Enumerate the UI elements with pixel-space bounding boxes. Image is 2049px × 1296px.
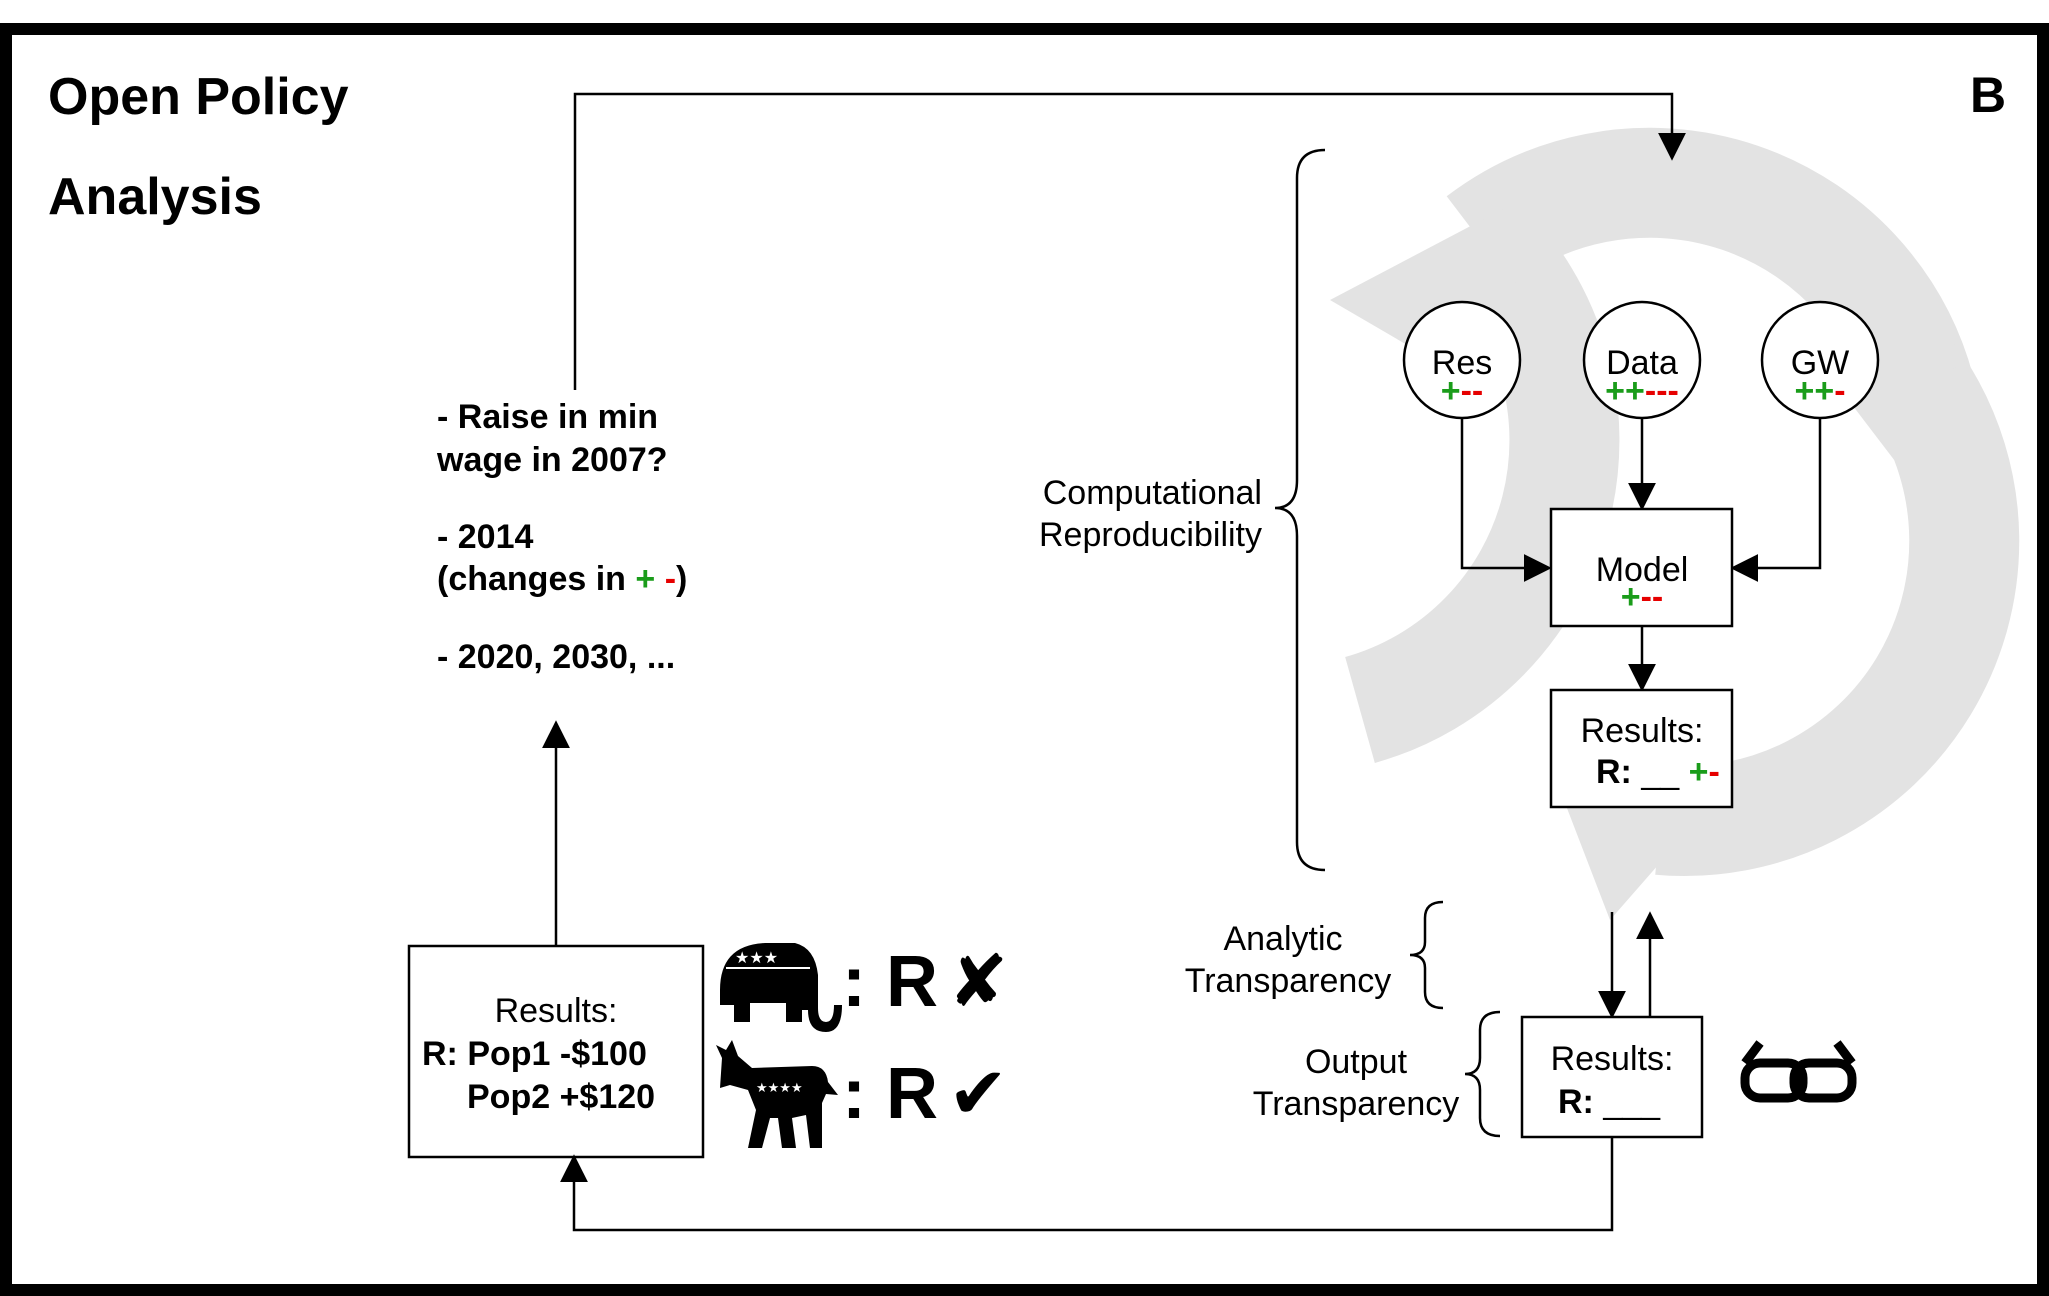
- svg-text:★★★★: ★★★★: [756, 1081, 803, 1096]
- title-line-1: Open Policy: [48, 68, 349, 126]
- model-label: Model: [1596, 551, 1689, 589]
- computational-brace: [1274, 148, 1326, 872]
- question-3: - 2020, 2030, ...: [437, 638, 675, 676]
- model-signs: +--: [1621, 578, 1664, 616]
- question-2-line-2: (changes in + -): [437, 560, 687, 598]
- data-label: Data: [1606, 344, 1678, 382]
- policy-results-line-2: Pop2 +$120: [467, 1078, 655, 1116]
- democrat-r-label: : R: [842, 1054, 938, 1134]
- top-loop-arrow: [573, 92, 1686, 390]
- policy-results-box: [407, 944, 705, 1159]
- gw-signs: ++-: [1794, 372, 1845, 410]
- glasses-icon: [1740, 1040, 1857, 1103]
- output-results-line: R: ___: [1558, 1083, 1661, 1121]
- donkey-icon: ★★★★: [716, 1040, 838, 1148]
- gw-label: GW: [1791, 344, 1850, 382]
- computational-label: Computational: [1043, 474, 1262, 512]
- res-label: Res: [1432, 344, 1492, 382]
- inner-results-line: R: __ +-: [1596, 753, 1720, 791]
- policy-results-line-1: R: Pop1 -$100: [422, 1035, 647, 1073]
- elephant-icon: ★★★: [720, 943, 842, 1032]
- question-2-line-1: - 2014: [437, 518, 533, 556]
- output-transparency-label: Transparency: [1253, 1085, 1460, 1123]
- question-1-line-2: wage in 2007?: [436, 441, 668, 479]
- svg-text:★★★: ★★★: [735, 948, 778, 967]
- panel-label: B: [1970, 67, 2006, 123]
- republican-cross-mark: ✘: [948, 942, 1008, 1022]
- democrat-check-mark: ✔: [948, 1054, 1008, 1134]
- output-results-title: Results:: [1551, 1040, 1674, 1078]
- reproducibility-label: Reproducibility: [1039, 516, 1262, 554]
- analytic-brace: [1409, 900, 1444, 1010]
- gw-node: GW ++-: [1760, 300, 1880, 420]
- output-brace: [1464, 1010, 1501, 1138]
- analytic-transparency-label: Transparency: [1185, 962, 1392, 1000]
- question-1-line-1: - Raise in min: [437, 398, 658, 436]
- data-signs: ++---: [1605, 372, 1679, 410]
- question-2-plus: +: [635, 560, 655, 598]
- gw-to-model-arrow: [1730, 418, 1822, 582]
- question-2-close: ): [676, 560, 687, 598]
- question-2-minus: -: [665, 560, 676, 598]
- output-label: Output: [1305, 1043, 1408, 1081]
- question-2-text: (changes in: [437, 560, 635, 598]
- data-node: Data ++---: [1582, 300, 1702, 420]
- res-to-model-arrow: [1460, 418, 1552, 582]
- analytic-label: Analytic: [1223, 920, 1342, 958]
- policy-results-title: Results:: [495, 992, 618, 1030]
- output-results-box: [1520, 1015, 1704, 1139]
- res-signs: +--: [1441, 372, 1484, 410]
- inner-results-box: [1549, 688, 1734, 809]
- model-box: [1549, 507, 1734, 628]
- res-node: Res +--: [1402, 300, 1522, 420]
- figure-frame: [0, 23, 2049, 1296]
- bottom-loop-arrow: [560, 1137, 1614, 1232]
- inner-results-title: Results:: [1581, 712, 1704, 750]
- title-line-2: Analysis: [48, 168, 262, 226]
- republican-r-label: : R: [842, 942, 938, 1022]
